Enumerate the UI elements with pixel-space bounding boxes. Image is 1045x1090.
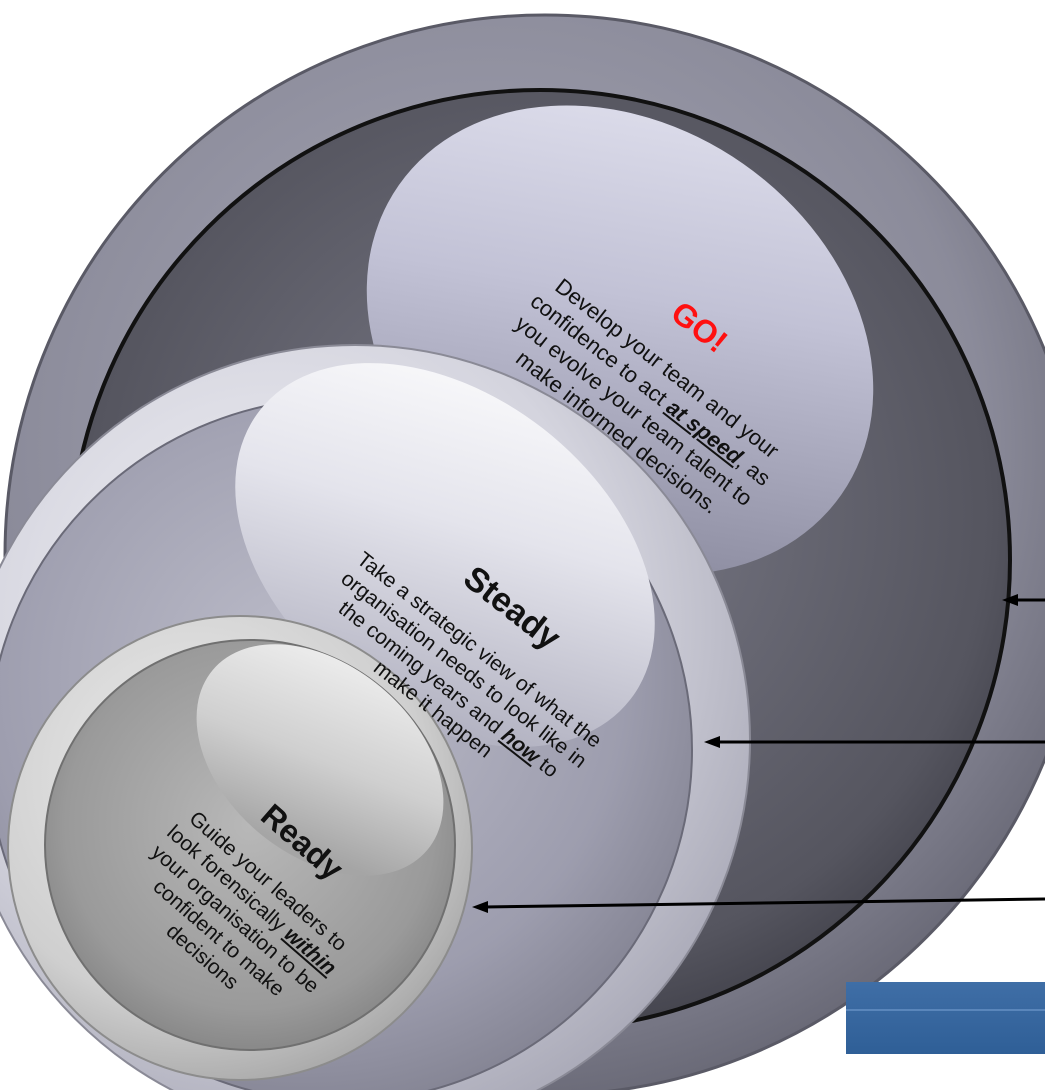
arrow-go	[1002, 594, 1045, 606]
accent-bar	[846, 982, 1045, 1054]
ready-highlight	[196, 644, 444, 876]
arrow-steady	[704, 736, 1045, 748]
arrow-ready	[472, 897, 1045, 913]
